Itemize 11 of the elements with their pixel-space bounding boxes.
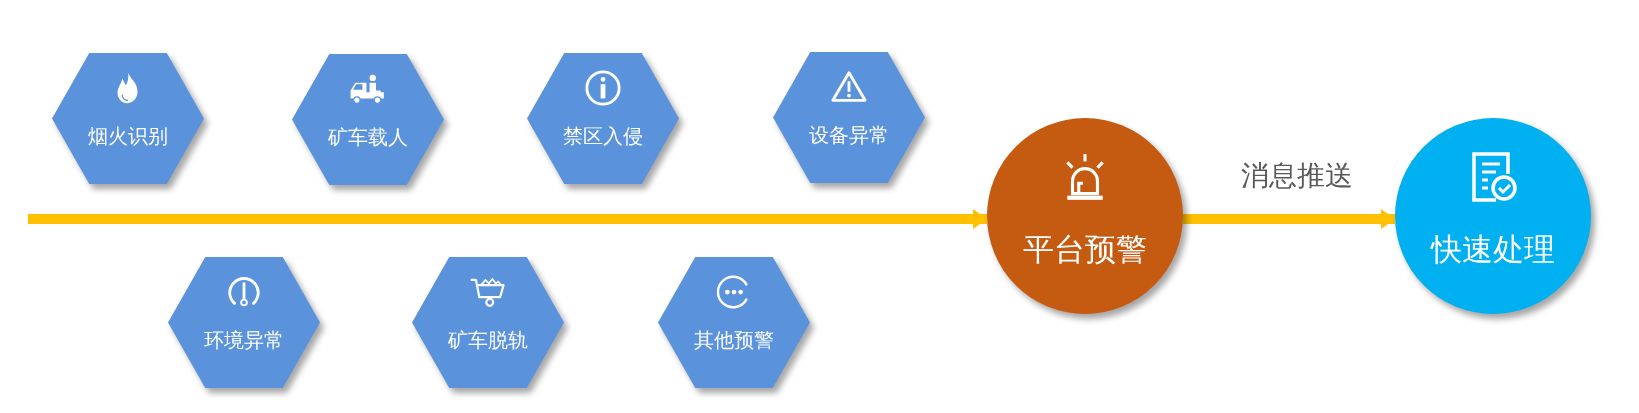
node-label: 快速处理 (1429, 230, 1556, 269)
node-label: 禁区入侵 (562, 122, 644, 150)
node-label: 平台预警 (1022, 230, 1148, 269)
node-label: 烟火识别 (87, 122, 169, 150)
node-label: 矿车载人 (327, 123, 409, 151)
node-label: 设备异常 (808, 121, 890, 149)
node-label: 矿车脱轨 (447, 326, 529, 354)
node-label: 其他预警 (693, 326, 775, 354)
node-label: 环境异常 (203, 326, 285, 354)
arrow (1183, 209, 1395, 229)
arrow (28, 209, 987, 229)
